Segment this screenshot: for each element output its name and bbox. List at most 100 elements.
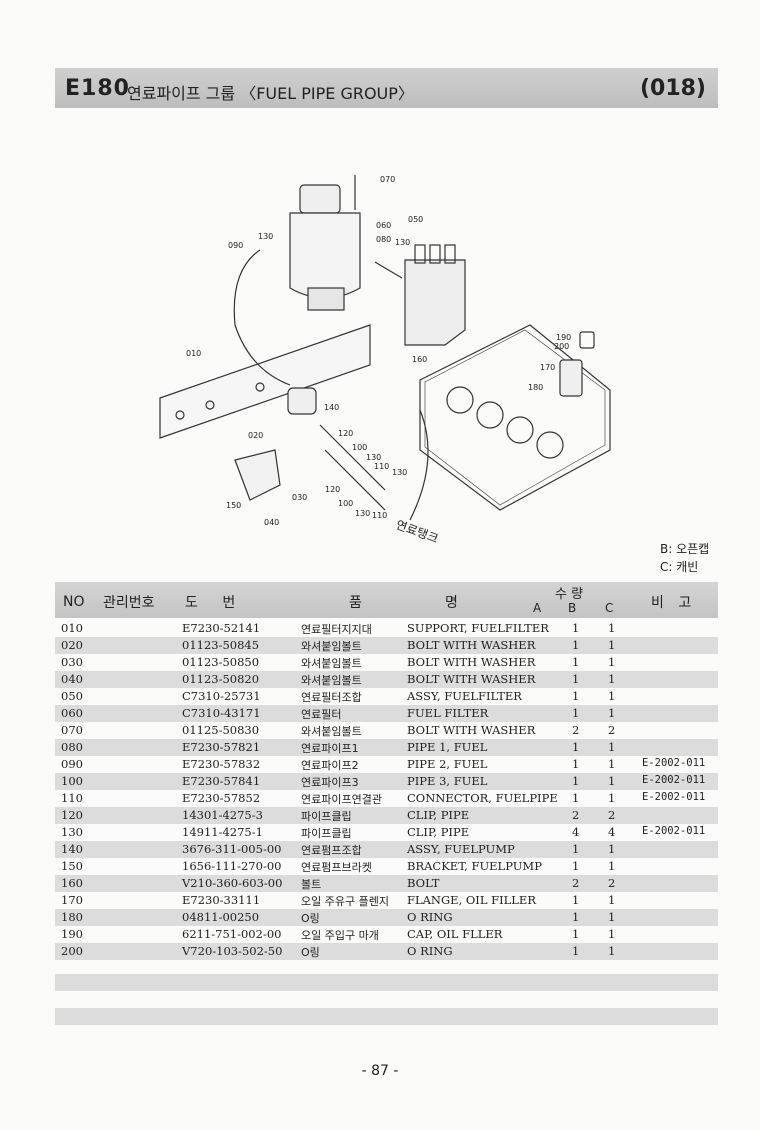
callout-label: 130: [355, 509, 370, 518]
callout-label: 110: [372, 511, 387, 520]
part-number: 1656-111-270-00: [182, 859, 282, 873]
part-ref-no: 010: [61, 621, 83, 635]
part-ref-no: 140: [61, 842, 83, 856]
part-name-en: ASSY, FUELPUMP: [407, 842, 515, 856]
callout-label: 130: [395, 238, 410, 247]
group-header: E180 연료파이프 그룹 〈FUEL PIPE GROUP〉 (018): [55, 68, 718, 108]
qty-b: 1: [608, 893, 616, 907]
qty-a: 1: [572, 859, 580, 873]
part-name-kr: 연료파이프2: [301, 759, 359, 772]
part-name-kr: O링: [301, 946, 320, 959]
part-ref-no: 090: [61, 757, 83, 771]
group-number: (018): [639, 76, 706, 101]
callout-label: 160: [412, 355, 427, 364]
part-number: E7230-33111: [182, 893, 261, 907]
part-ref-no: 130: [61, 825, 83, 839]
header-part-number: 도 번: [185, 595, 236, 611]
part-name-kr: 연료필터지지대: [301, 623, 372, 636]
part-ref-no: 040: [61, 672, 83, 686]
part-ref-no: 060: [61, 706, 83, 720]
part-name-kr: 와셔붙임볼트: [301, 657, 362, 670]
fuel-tank-label: 연료탱크: [394, 518, 440, 546]
part-name-en: BOLT WITH WASHER: [407, 638, 536, 652]
header-remarks: 비 고: [651, 595, 692, 611]
callout-label: 180: [528, 383, 543, 392]
qty-a: 1: [572, 927, 580, 941]
callout-label: 100: [338, 499, 353, 508]
part-number: E7230-52141: [182, 621, 261, 635]
part-name-kr: 연료필터조합: [301, 691, 362, 704]
legend-b: B: 오픈캡: [660, 542, 710, 556]
header-control-no: 관리번호: [103, 595, 155, 611]
header-qty-a: A: [533, 601, 542, 615]
qty-a: 1: [572, 893, 580, 907]
qty-b: 1: [608, 927, 616, 941]
part-number: 14911-4275-1: [182, 825, 263, 839]
part-name-en: BRACKET, FUELPUMP: [407, 859, 542, 873]
qty-b: 1: [608, 842, 616, 856]
part-ref-no: 070: [61, 723, 83, 737]
header-qty-b: B: [568, 601, 577, 615]
part-ref-no: 200: [61, 944, 83, 958]
callout-label: 020: [248, 431, 263, 440]
part-number: E7230-57821: [182, 740, 261, 754]
callout-label: 120: [325, 485, 340, 494]
part-name-kr: 오일 주입구 마개: [301, 929, 379, 942]
qty-a: 1: [572, 689, 580, 703]
header-qty-c: C: [605, 601, 614, 615]
part-ref-no: 080: [61, 740, 83, 754]
callout-label: 080: [376, 235, 391, 244]
callout-label: 050: [408, 215, 423, 224]
callout-label: 090: [228, 241, 243, 250]
qty-b: 1: [608, 859, 616, 873]
qty-a: 1: [572, 757, 580, 771]
part-name-en: BOLT WITH WASHER: [407, 672, 536, 686]
part-name-kr: 연료펌프조합: [301, 844, 362, 857]
part-name-en: BOLT WITH WASHER: [407, 655, 536, 669]
part-name-kr: 파이프클립: [301, 810, 352, 823]
part-ref-no: 150: [61, 859, 83, 873]
part-number: 3676-311-005-00: [182, 842, 282, 856]
header-no: NO: [63, 594, 85, 610]
qty-b: 1: [608, 689, 616, 703]
part-number: C7310-25731: [182, 689, 261, 703]
callout-label: 190: [556, 333, 571, 342]
qty-b: 1: [608, 740, 616, 754]
callout-label: 140: [324, 403, 339, 412]
part-name-en: O RING: [407, 910, 453, 924]
qty-a: 1: [572, 621, 580, 635]
callout-label: 110: [374, 462, 389, 471]
callout-label: 120: [338, 429, 353, 438]
qty-a: 1: [572, 672, 580, 686]
part-name-en: CONNECTOR, FUELPIPE: [407, 791, 558, 805]
part-number: 01125-50830: [182, 723, 260, 737]
part-name-en: FLANGE, OIL FILLER: [407, 893, 536, 907]
qty-a: 1: [572, 655, 580, 669]
group-code: E180: [65, 76, 130, 101]
part-name-en: PIPE 2, FUEL: [407, 757, 488, 771]
part-name-en: FUEL FILTER: [407, 706, 489, 720]
part-name-kr: 파이프클립: [301, 827, 352, 840]
part-number: V720-103-502-50: [182, 944, 283, 958]
page-number: - 87 -: [361, 1063, 399, 1079]
callout-label: 150: [226, 501, 241, 510]
fuel-pipe-exploded-diagram: 070 050 060 080 130 090 130 010 160 190 …: [159, 175, 611, 546]
qty-b: 1: [608, 655, 616, 669]
callout-label: 010: [186, 349, 201, 358]
part-name-en: BOLT: [407, 876, 440, 890]
part-number: E7230-57852: [182, 791, 261, 805]
part-ref-no: 180: [61, 910, 83, 924]
callout-label: 130: [258, 232, 273, 241]
part-name-kr: 오일 주유구 플렌지: [301, 895, 389, 908]
part-name-kr: 와셔붙임볼트: [301, 674, 362, 687]
part-number: E7230-57841: [182, 774, 261, 788]
qty-b: 1: [608, 672, 616, 686]
part-name-kr: 연료파이프3: [301, 776, 359, 789]
